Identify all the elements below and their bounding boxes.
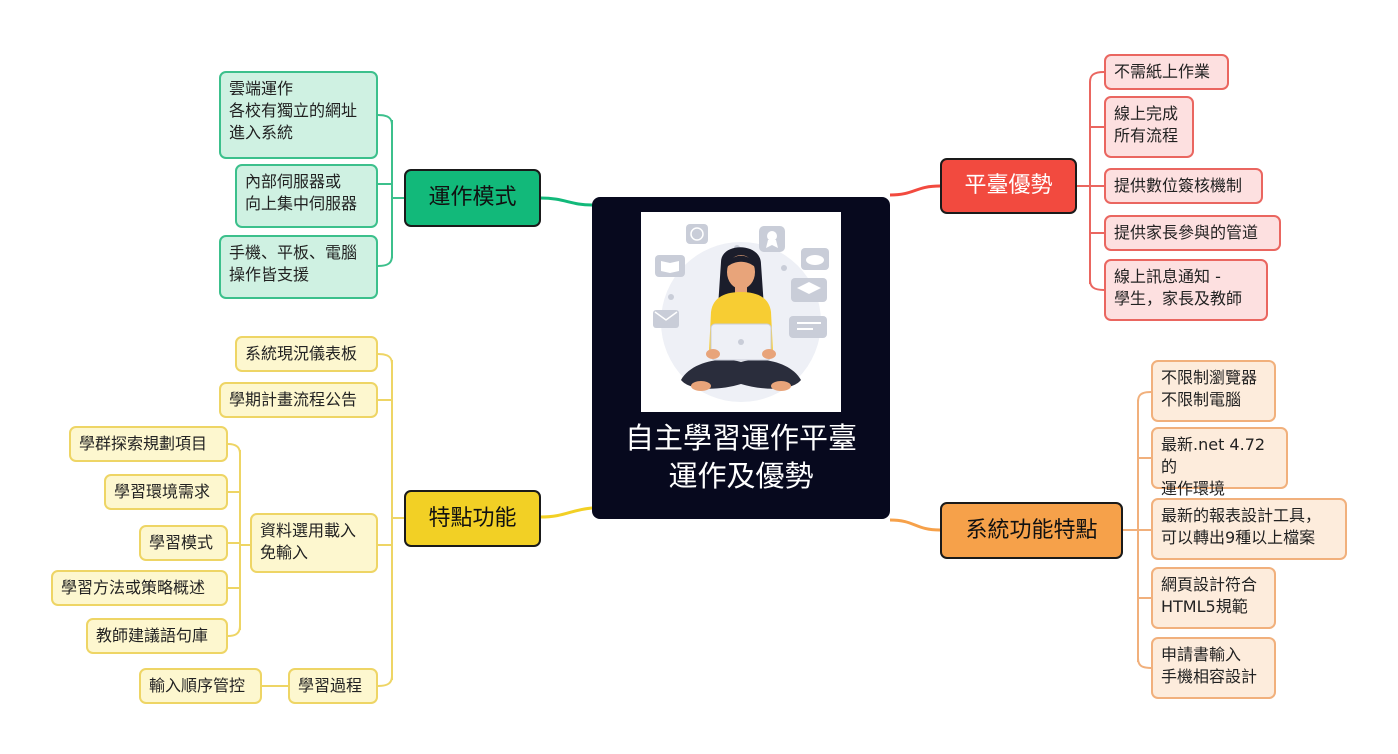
system-feature-item[interactable]: 不限制瀏覽器 不限制電腦 [1151, 360, 1276, 422]
award-icon [759, 226, 785, 252]
operation-item-devices[interactable]: 手機、平板、電腦 操作皆支援 [219, 235, 378, 299]
chat-icon [789, 316, 827, 338]
operation-item-cloud[interactable]: 雲端運作 各校有獨立的網址 進入系統 [219, 71, 378, 159]
data-import-child[interactable]: 學習環境需求 [104, 474, 228, 510]
advantage-item[interactable]: 線上完成 所有流程 [1104, 96, 1194, 158]
student-laptop-illustration [641, 212, 841, 412]
branch-platform-advantages[interactable]: 平臺優勢 [940, 158, 1077, 214]
system-feature-item[interactable]: 申請書輸入 手機相容設計 [1151, 637, 1276, 699]
learning-process-child[interactable]: 輸入順序管控 [139, 668, 262, 704]
center-title: 自主學習運作平臺 運作及優勢 [624, 421, 857, 493]
system-feature-item[interactable]: 網頁設計符合 HTML5規範 [1151, 567, 1276, 629]
graduation-cap-icon [791, 278, 827, 302]
advantage-item[interactable]: 提供數位簽核機制 [1104, 168, 1263, 204]
book-icon [655, 255, 685, 277]
feature-item-data-import[interactable]: 資料選用載入 免輸入 [250, 513, 378, 573]
advantage-item[interactable]: 線上訊息通知 - 學生，家長及教師 [1104, 259, 1268, 321]
advantage-item[interactable]: 不需紙上作業 [1104, 54, 1229, 90]
data-import-child[interactable]: 學習模式 [139, 525, 228, 561]
data-import-child[interactable]: 學群探索規劃項目 [69, 426, 228, 462]
globe-icon [686, 224, 708, 244]
advantage-item[interactable]: 提供家長參與的管道 [1104, 215, 1281, 251]
feature-item-announcement[interactable]: 學期計畫流程公告 [219, 382, 378, 418]
feature-item-learning-process[interactable]: 學習過程 [288, 668, 378, 704]
system-feature-item[interactable]: 最新的報表設計工具， 可以轉出9種以上檔案 [1151, 498, 1347, 560]
cloud-icon [801, 248, 829, 270]
data-import-child[interactable]: 教師建議語句庫 [86, 618, 228, 654]
system-feature-item[interactable]: 最新.net 4.72的 運作環境 [1151, 427, 1288, 498]
branch-operation-mode[interactable]: 運作模式 [404, 169, 541, 227]
branch-features[interactable]: 特點功能 [404, 490, 541, 547]
data-import-child[interactable]: 學習方法或策略概述 [51, 570, 228, 606]
feature-item-dashboard[interactable]: 系統現況儀表板 [235, 336, 378, 372]
mail-icon [653, 310, 679, 328]
branch-system-features[interactable]: 系統功能特點 [940, 502, 1123, 559]
center-topic[interactable]: 自主學習運作平臺 運作及優勢 [592, 197, 890, 519]
operation-item-server[interactable]: 內部伺服器或 向上集中伺服器 [235, 164, 378, 228]
